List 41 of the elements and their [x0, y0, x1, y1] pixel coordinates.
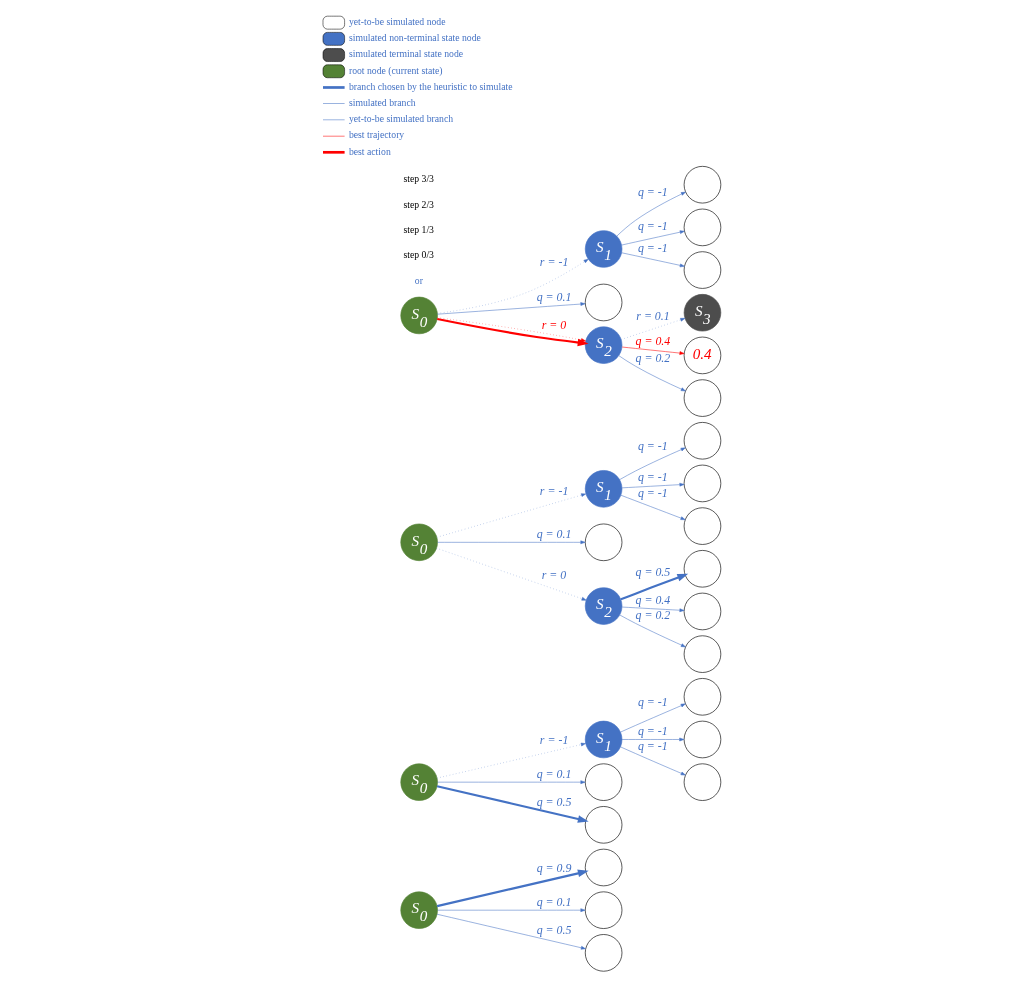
- label: step 1/3: [402, 224, 434, 236]
- legend-label: simulated branch: [348, 97, 416, 109]
- legend-label: simulated non-terminal state node: [348, 32, 481, 44]
- legend-label: root node (current state): [348, 64, 443, 76]
- legend-label: simulated terminal state node: [348, 48, 463, 60]
- edge-label: q = 0.1: [536, 527, 571, 542]
- legend-label: best action: [348, 145, 391, 157]
- edge-label: r = -1: [539, 483, 568, 498]
- edge-label: q = -1: [637, 724, 668, 739]
- edge-label: q = 0.5: [634, 565, 670, 580]
- edge-label: r = 0.1: [635, 308, 670, 323]
- edge-label: r = -1: [539, 732, 568, 747]
- legend-label: yet-to-be simulated branch: [348, 113, 453, 125]
- label: step 0/3: [402, 249, 434, 261]
- edge-label: q = 0.5: [536, 922, 571, 937]
- edge-label: q = -1: [637, 738, 668, 753]
- label: step 3/3: [402, 173, 434, 185]
- edge-label: r = -1: [539, 254, 568, 269]
- edge-label: r = 0: [541, 317, 566, 332]
- edge-label: q = -1: [637, 219, 668, 234]
- edge-label: q = 0.9: [536, 860, 571, 875]
- edge-label: q = 0.1: [536, 895, 571, 910]
- edge-label: q = 0.1: [536, 767, 571, 782]
- legend-label: yet-to-be simulated node: [348, 16, 446, 28]
- edge-label: q = 0.4: [634, 333, 670, 348]
- edge-label: q = 0.1: [536, 290, 571, 305]
- edge-label: q = 0.2: [634, 351, 670, 366]
- edge-label: q = -1: [637, 470, 668, 485]
- legend-label: best trajectory: [348, 129, 404, 141]
- label: step 2/3: [402, 198, 434, 210]
- edge-label: q = -1: [637, 439, 668, 454]
- edge-label: q = -1: [637, 185, 668, 200]
- label: or: [414, 274, 423, 286]
- edge-label: q = -1: [637, 485, 668, 500]
- edge-label: r = 0: [541, 568, 566, 583]
- edge-label: q = 0.4: [634, 592, 670, 607]
- edge-label: q = 0.5: [536, 794, 571, 809]
- edge-label: q = 0.2: [634, 608, 670, 623]
- legend-label: branch chosen by the heuristic to simulate: [348, 80, 512, 92]
- edge-label: q = -1: [637, 695, 668, 710]
- edge-label: q = -1: [637, 241, 668, 256]
